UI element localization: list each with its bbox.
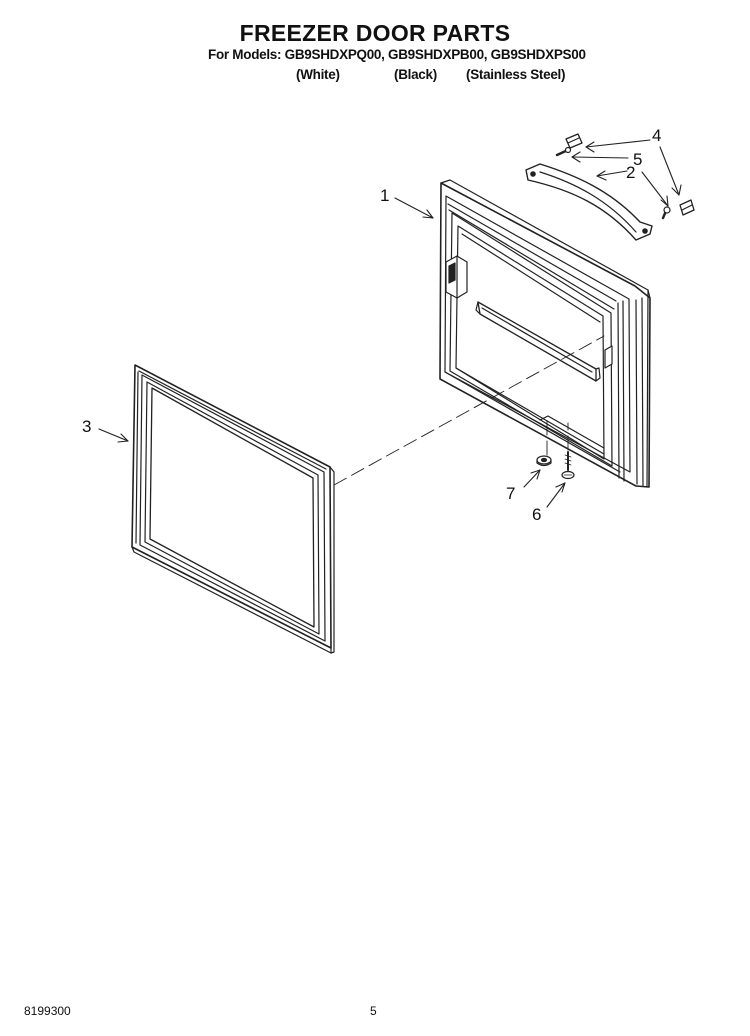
- callout-1: 1: [380, 186, 389, 205]
- door-handle: [525, 163, 653, 241]
- page-title: FREEZER DOOR PARTS: [239, 20, 511, 46]
- callout-3: 3: [82, 417, 91, 436]
- screw-parts: [555, 146, 671, 220]
- variant-white: (White): [296, 67, 340, 82]
- freezer-door: [439, 179, 651, 488]
- end-cap-parts: [565, 133, 695, 216]
- door-gasket: [131, 364, 335, 654]
- models-line: For Models: GB9SHDXPQ00, GB9SHDXPB00, GB…: [208, 47, 586, 62]
- variant-stainless: (Stainless Steel): [466, 67, 566, 82]
- callout-4: 4: [652, 126, 661, 145]
- callout-5: 5: [633, 150, 642, 169]
- page-number: 5: [370, 1004, 377, 1018]
- alignment-lines: [333, 335, 605, 486]
- leader-lines: [98, 139, 682, 508]
- bottom-screw-part: [561, 451, 575, 480]
- callout-6: 6: [532, 505, 541, 524]
- callout-7: 7: [506, 484, 515, 503]
- document-number: 8199300: [24, 1004, 71, 1018]
- washer-part: [536, 455, 552, 467]
- variant-black: (Black): [394, 67, 437, 82]
- callout-2: 2: [626, 163, 635, 182]
